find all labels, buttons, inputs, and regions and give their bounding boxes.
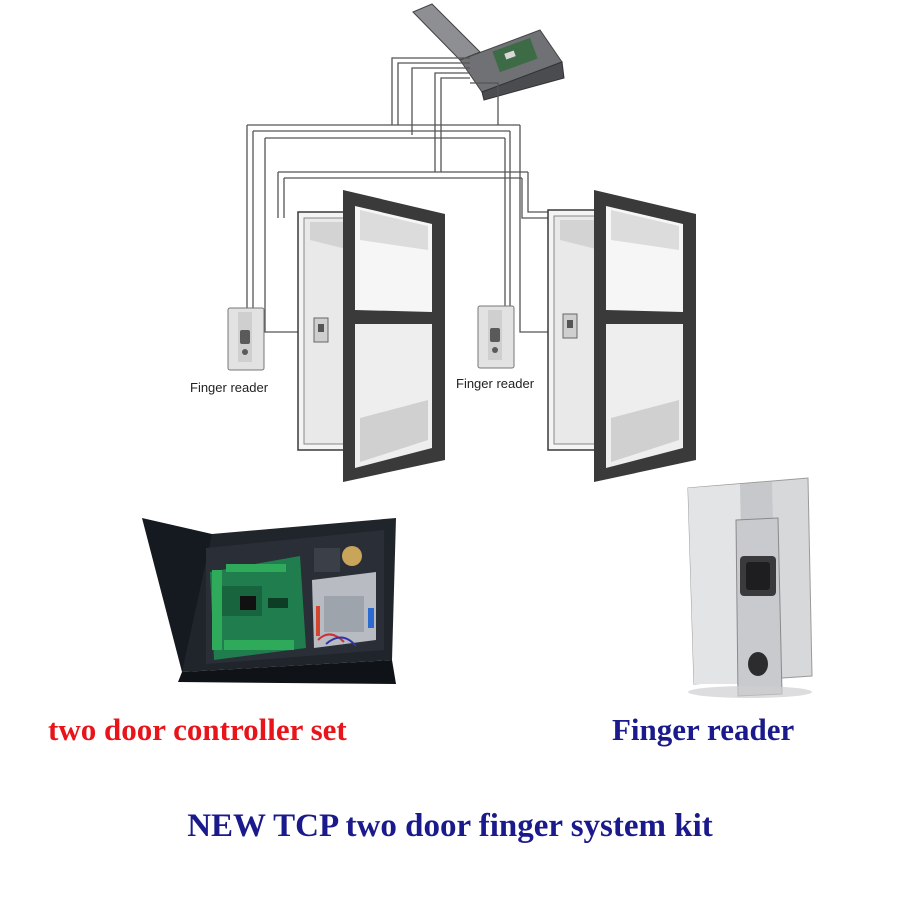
controller-set-photo xyxy=(142,518,396,684)
finger-reader-caption: Finger reader xyxy=(612,712,795,747)
kit-title-caption: NEW TCP two door finger system kit xyxy=(187,808,713,844)
wiring xyxy=(246,57,548,333)
finger-reader-photo xyxy=(687,477,813,698)
controller-box-top xyxy=(412,3,565,101)
right-door-assembly xyxy=(547,190,696,482)
finger-reader-icon-right xyxy=(477,305,515,369)
finger-reader-icon-left xyxy=(227,307,265,371)
finger-reader-label-right: Finger reader xyxy=(456,376,535,391)
finger-reader-label-left: Finger reader xyxy=(190,380,269,395)
left-door-assembly xyxy=(297,190,445,482)
controller-set-caption: two door controller set xyxy=(48,712,347,747)
